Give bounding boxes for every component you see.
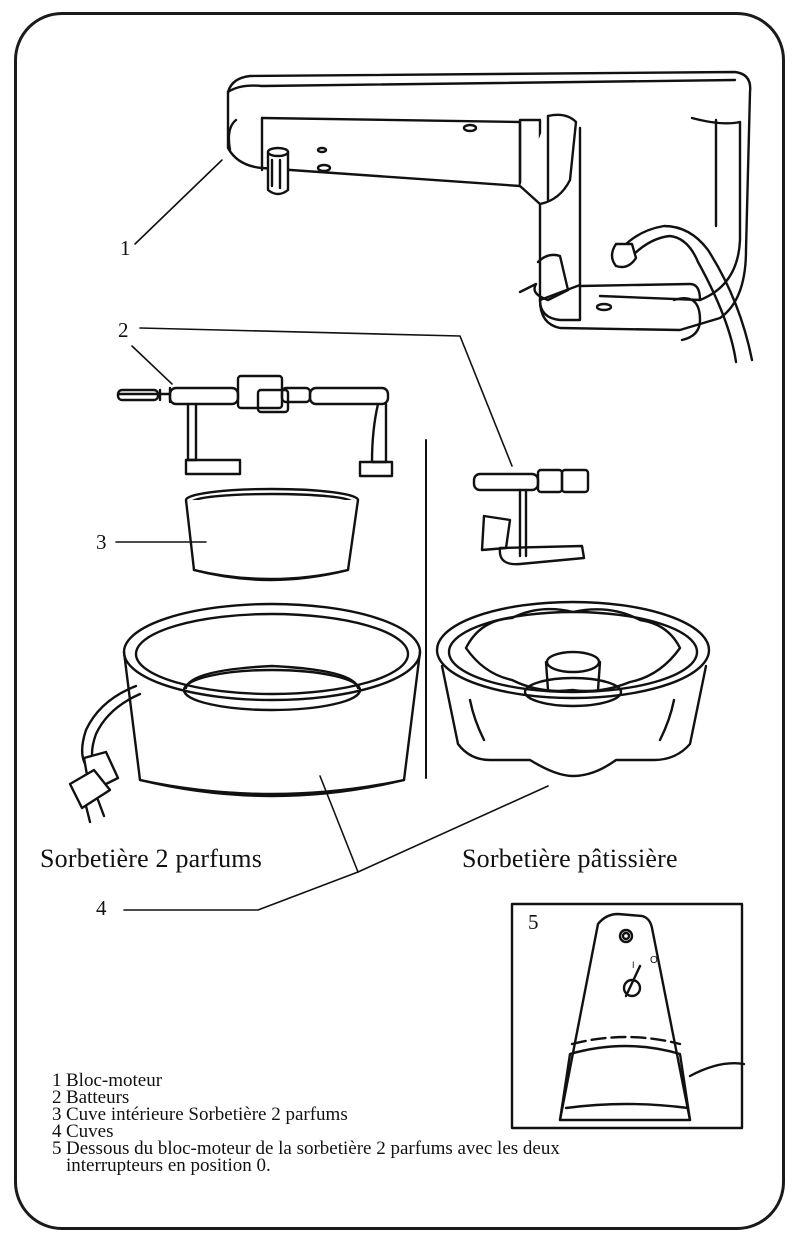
legend-item: 4 Cuves — [52, 1121, 560, 1142]
callout-4: 4 — [96, 896, 107, 920]
legend-number: 2 — [52, 1087, 62, 1108]
legend-item: 5 Dessous du bloc-moteur de la sorbetièr… — [52, 1138, 560, 1159]
page-border — [14, 12, 785, 1230]
beater-single — [472, 468, 590, 566]
callout-line-1 — [134, 159, 223, 245]
callout-5: 5 — [528, 910, 539, 934]
bowl-two-flavors — [68, 602, 422, 824]
legend-text: Cuves — [66, 1121, 114, 1142]
legend-number: 1 — [52, 1070, 62, 1091]
parts-legend: 1 Bloc-moteur 2 Batteurs 3 Cuve intérieu… — [52, 1070, 560, 1176]
callout-line-4-b — [123, 871, 359, 911]
caption-two-flavors: Sorbetière 2 parfums — [40, 844, 263, 873]
switch-mark-zero: O — [650, 955, 658, 966]
motor-block — [226, 70, 754, 364]
beaters-pair — [116, 327, 513, 478]
caption-patissiere: Sorbetière pâtissière — [462, 844, 678, 873]
inner-bowl — [184, 487, 360, 582]
legend-item: 1 Bloc-moteur — [52, 1070, 560, 1091]
bowl-patissiere — [435, 600, 711, 778]
legend-text-continuation: interrupteurs en position 0. — [66, 1155, 271, 1176]
legend-text: Bloc-moteur — [66, 1070, 163, 1091]
legend-text: Batteurs — [66, 1087, 130, 1108]
legend-item: 2 Batteurs — [52, 1087, 560, 1108]
legend-number: 5 — [52, 1138, 62, 1159]
switch-underside — [558, 912, 746, 1122]
callout-3: 3 — [96, 530, 107, 554]
legend-number: 3 — [52, 1104, 62, 1125]
legend-text: Cuve intérieure Sorbetière 2 parfums — [66, 1104, 348, 1125]
callout-1: 1 — [120, 236, 131, 260]
switch-mark-one: I — [632, 960, 635, 970]
legend-item: 3 Cuve intérieure Sorbetière 2 parfums — [52, 1104, 560, 1125]
legend-number: 4 — [52, 1121, 62, 1142]
legend-text: Dessous du bloc-moteur de la sorbetière … — [66, 1138, 560, 1159]
callout-2: 2 — [118, 318, 129, 342]
inset-box — [510, 902, 744, 1130]
